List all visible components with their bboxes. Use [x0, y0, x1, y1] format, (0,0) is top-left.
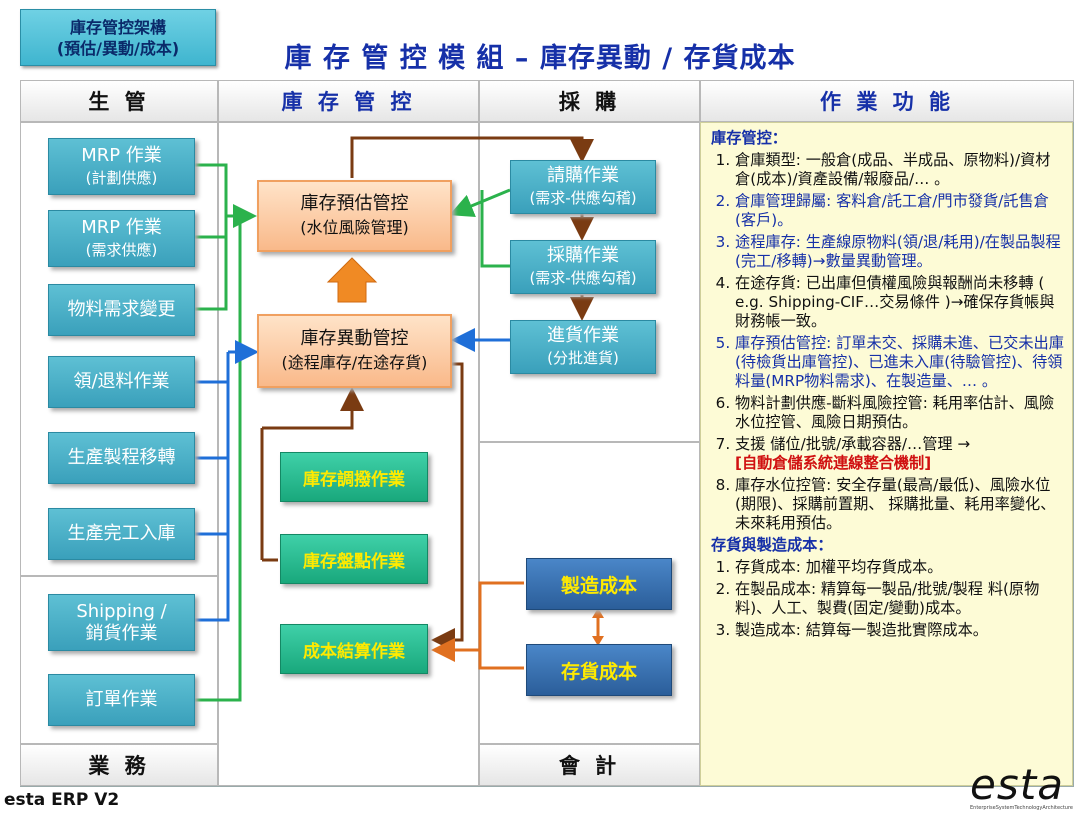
list-item: 在製品成本: 精算每一製品/批號/製程 料(原物料)、人工、製費(固定/變動)成… [735, 580, 1064, 618]
section-inventory-control: 庫存管控： [711, 129, 787, 147]
box-stock-transfer[interactable]: 庫存調撥作業 [280, 452, 428, 502]
box-purchase[interactable]: 採購作業 (需求-供應勾稽) [510, 240, 656, 294]
inventory-control-list: 倉庫類型: 一般倉(成品、半成品、原物料)/資材倉(成本)/資產設備/報廢品/…… [711, 151, 1064, 533]
box-mrp-plan[interactable]: MRP 作業 (計劃供應) [48, 138, 195, 195]
box-stocktake[interactable]: 庫存盤點作業 [280, 534, 428, 584]
box-issue-return[interactable]: 領/退料作業 [48, 356, 195, 408]
box-inventory-cost[interactable]: 存貨成本 [526, 644, 672, 696]
sales-section [20, 576, 218, 744]
box-inventory-forecast[interactable]: 庫存預估管控 (水位風險管理) [257, 180, 452, 252]
footer-acct: 會 計 [479, 744, 700, 786]
cost-list: 存貨成本: 加權平均存貨成本。 在製品成本: 精算每一製品/批號/製程 料(原物… [711, 558, 1064, 640]
list-item: 庫存預估管控: 訂單未交、採購未進、已交未出庫(待檢貨出庫管控)、已進未入庫(待… [735, 334, 1064, 391]
header-prod: 生 管 [20, 80, 218, 122]
box-order[interactable]: 訂單作業 [48, 674, 195, 726]
esta-logo: esta EnterpriseSystemTechnologyArchitect… [970, 760, 1085, 813]
box-finished-receipt[interactable]: 生產完工入庫 [48, 508, 195, 560]
module-tag-line2: (預估/異動/成本) [56, 38, 180, 58]
prod-section [20, 122, 218, 576]
list-item: 支援 儲位/批號/承載容器/…管理 →[自動倉儲系統連線整合機制] [735, 435, 1064, 473]
box-shipping[interactable]: Shipping / 銷貨作業 [48, 594, 195, 651]
box-cost-settlement[interactable]: 成本結算作業 [280, 624, 428, 674]
header-inv: 庫 存 管 控 [218, 80, 479, 122]
section-cost: 存貨與製造成本： [711, 536, 833, 554]
list-item: 製造成本: 結算每一製造批實際成本。 [735, 621, 1064, 640]
list-item: 倉庫管理歸屬: 客料倉/託工倉/門市發貨/託售倉(客戶)。 [735, 192, 1064, 230]
header-purch: 採 購 [479, 80, 700, 122]
header-func: 作 業 功 能 [700, 80, 1074, 122]
logo-tagline: EnterpriseSystemTechnologyArchitecture [970, 805, 1073, 811]
box-manufacturing-cost[interactable]: 製造成本 [526, 558, 672, 610]
module-tag: 庫存管控架構 (預估/異動/成本) [20, 9, 216, 66]
list-item: 在途存貨: 已出庫但債權風險與報酬尚未移轉 ( e.g. Shipping-CI… [735, 274, 1064, 331]
page-title: 庫 存 管 控 模 組 – 庫存異動 / 存貨成本 [284, 43, 796, 74]
footer-sales: 業 務 [20, 744, 218, 786]
list-item: 倉庫類型: 一般倉(成品、半成品、原物料)/資材倉(成本)/資產設備/報廢品/…… [735, 151, 1064, 189]
up-arrow-icon [326, 257, 378, 303]
box-inventory-movement[interactable]: 庫存異動管控 (途程庫存/在途存貨) [257, 314, 452, 388]
purch-section [479, 122, 700, 442]
list-item: 庫存水位控管: 安全存量(最高/最低)、風險水位(期限)、採購前置期、 採購批量… [735, 476, 1064, 533]
function-panel: 庫存管控： 倉庫類型: 一般倉(成品、半成品、原物料)/資材倉(成本)/資產設備… [700, 122, 1073, 786]
box-process-transfer[interactable]: 生產製程移轉 [48, 432, 195, 484]
list-item: 存貨成本: 加權平均存貨成本。 [735, 558, 1064, 577]
box-requisition[interactable]: 請購作業 (需求-供應勾稽) [510, 160, 656, 214]
logo-word: esta [970, 760, 1064, 809]
auto-warehouse-note: [自動倉儲系統連線整合機制] [735, 454, 932, 472]
module-tag-line1: 庫存管控架構 [69, 17, 166, 37]
list-item: 途程庫存: 生產線原物料(領/退/耗用)/在製品製程(完工/移轉)→數量異動管理… [735, 233, 1064, 271]
list-item: 物料計劃供應-斷料風險控管: 耗用率估計、風險水位控管、風險日期預估。 [735, 394, 1064, 432]
box-mrp-demand[interactable]: MRP 作業 (需求供應) [48, 210, 195, 267]
box-receiving[interactable]: 進貨作業 (分批進貨) [510, 320, 656, 374]
product-name: esta ERP V2 [4, 790, 120, 810]
box-material-change[interactable]: 物料需求變更 [48, 284, 195, 336]
inv-section [218, 122, 479, 786]
arrow-mrp1 [195, 163, 228, 216]
